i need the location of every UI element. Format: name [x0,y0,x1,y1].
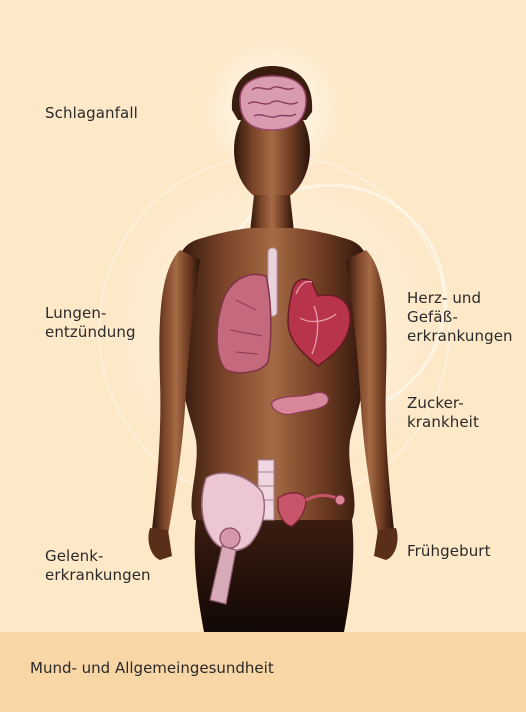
label-joint-disease: Gelenk- erkrankungen [45,547,151,585]
neck [250,195,294,232]
footer-title: Mund- und Allgemeingesundheit [30,659,274,677]
label-cardiovascular: Herz- und Gefäß- erkrankungen [407,289,513,346]
footer-band: Mund- und Allgemeingesundheit [0,632,526,712]
right-hand [374,528,398,560]
bottom-margin [0,712,526,726]
label-diabetes: Zucker- krankheit [407,394,479,432]
ovary [335,495,345,505]
label-pneumonia: Lungen- entzündung [45,304,136,342]
label-preterm-birth: Frühgeburt [407,542,491,561]
label-stroke: Schlaganfall [45,104,138,123]
left-hand [148,528,172,560]
hip-joint [220,528,240,548]
